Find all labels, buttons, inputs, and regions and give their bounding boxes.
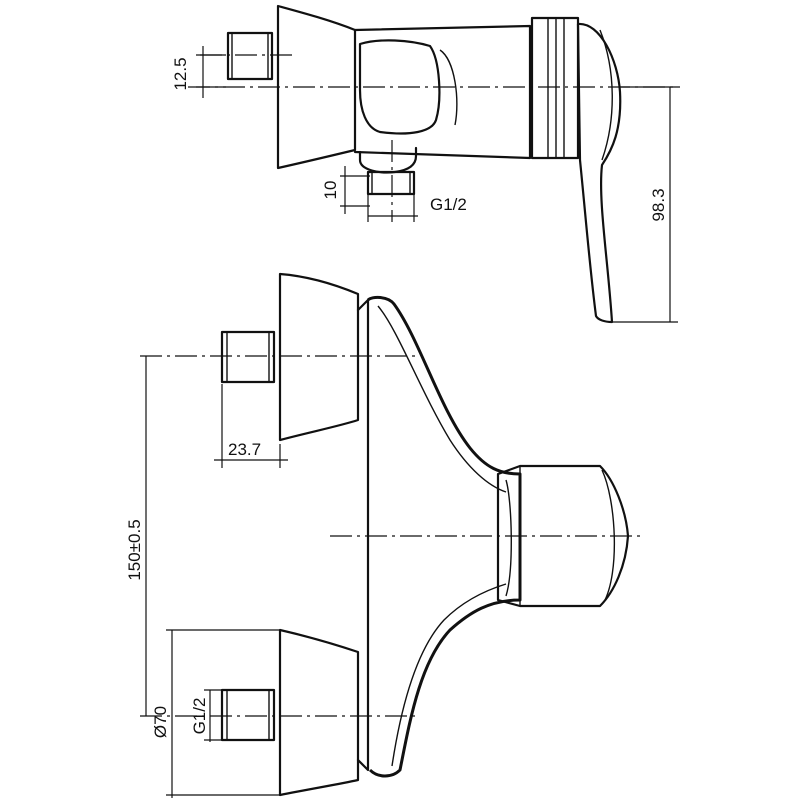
label-10: 10 [321, 181, 340, 200]
front-view: 23.7 150±0.5 Ø70 G1/2 [125, 272, 640, 798]
top-body [353, 24, 532, 160]
label-23-7: 23.7 [228, 440, 261, 459]
top-inlet-nipple [226, 31, 274, 81]
top-body-contour [358, 39, 441, 135]
top-view: 12.5 10 G1/2 98.3 [171, 4, 680, 324]
top-lever [576, 22, 622, 324]
front-lower-flange [278, 628, 360, 797]
front-upper-flange [278, 272, 360, 442]
label-150: 150±0.5 [125, 519, 144, 580]
top-wall-flange [276, 4, 357, 170]
top-cartridge-ring [530, 16, 580, 160]
label-g12-top: G1/2 [430, 195, 467, 214]
label-g12-bottom: G1/2 [190, 698, 209, 735]
front-lower-inlet-nipple [220, 688, 276, 742]
label-d70: Ø70 [151, 706, 170, 738]
top-outlet-nipple [366, 170, 416, 196]
label-12-5: 12.5 [171, 57, 190, 90]
front-body-side [356, 298, 370, 772]
front-upper-inlet-nipple [220, 330, 276, 384]
label-98-3: 98.3 [649, 188, 668, 221]
